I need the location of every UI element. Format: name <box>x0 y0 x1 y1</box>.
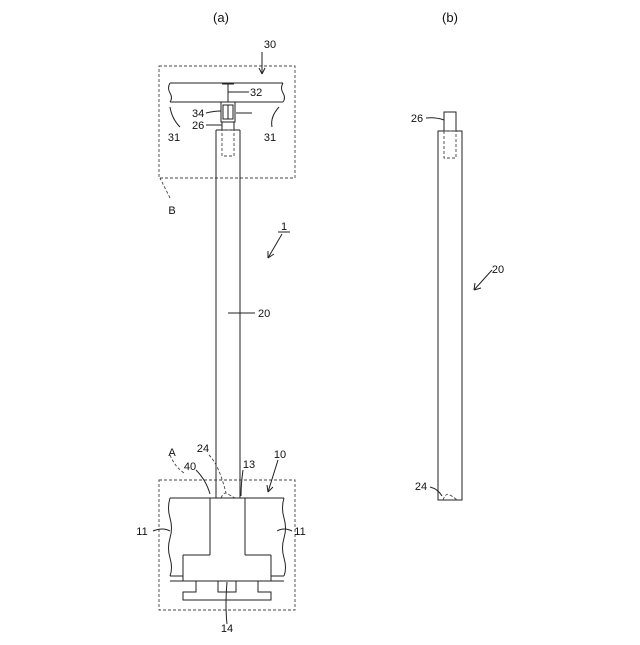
label-24: 24 <box>197 443 209 455</box>
label-20: 20 <box>258 308 270 320</box>
panel-a-caption: (a) <box>213 10 229 25</box>
rail-31 <box>169 83 285 102</box>
pole-top-insert-b <box>444 131 456 158</box>
label-31-left: 31 <box>168 132 180 144</box>
panel-b-caption: (b) <box>442 10 458 25</box>
label-24-b: 24 <box>415 481 427 493</box>
label-34: 34 <box>192 108 204 120</box>
connector-34 <box>221 102 235 122</box>
leader-lines-b <box>426 118 492 496</box>
label-11-right: 11 <box>294 526 305 538</box>
label-10: 10 <box>274 449 286 461</box>
pole-tip-26-b <box>444 112 456 131</box>
label-1: 1 <box>281 221 287 233</box>
label-b: B <box>168 205 175 217</box>
pole-top-insert <box>222 130 234 156</box>
label-40: 40 <box>184 461 196 473</box>
pole-bottom-end-24 <box>221 493 235 498</box>
pole-20 <box>216 130 240 498</box>
label-30: 30 <box>264 39 276 51</box>
pole-20-b <box>438 131 462 500</box>
label-31-right: 31 <box>264 132 276 144</box>
panel-b: 26 20 24 <box>411 112 504 500</box>
pole-bottom-end-24-b <box>443 494 457 500</box>
detail-box-a <box>159 480 295 610</box>
label-a: A <box>168 447 176 459</box>
panel-a: 30 32 34 26 31 31 B 1 20 24 40 13 A 10 1… <box>136 39 305 635</box>
label-13: 13 <box>243 459 255 471</box>
hanger-32 <box>222 84 234 102</box>
label-20-b: 20 <box>492 264 504 276</box>
label-26: 26 <box>192 120 204 132</box>
label-26-b: 26 <box>411 113 423 125</box>
pole-tip-26 <box>222 122 234 130</box>
label-14: 14 <box>221 623 233 635</box>
label-11-left: 11 <box>136 526 147 538</box>
label-32: 32 <box>250 87 262 99</box>
